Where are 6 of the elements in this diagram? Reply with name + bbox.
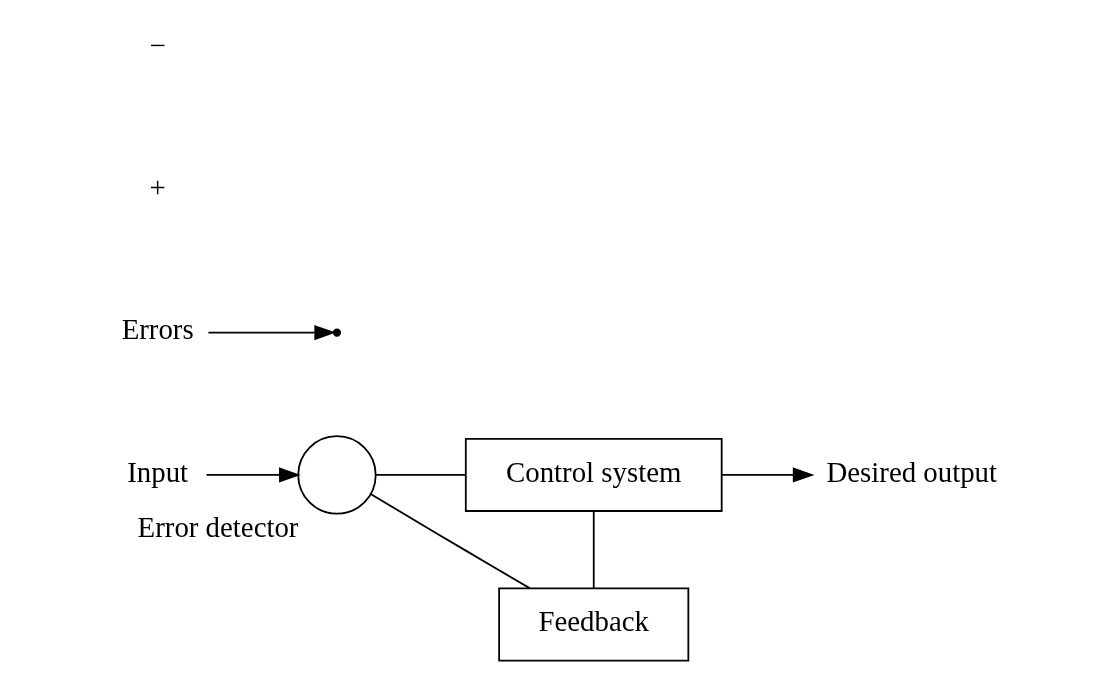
node-text: Errors (121, 313, 194, 346)
node-label: Error detector (137, 510, 299, 543)
label: − (149, 28, 166, 61)
node-text: Input (127, 455, 189, 488)
node-text: Desired output (826, 455, 998, 488)
label: + (149, 171, 166, 204)
